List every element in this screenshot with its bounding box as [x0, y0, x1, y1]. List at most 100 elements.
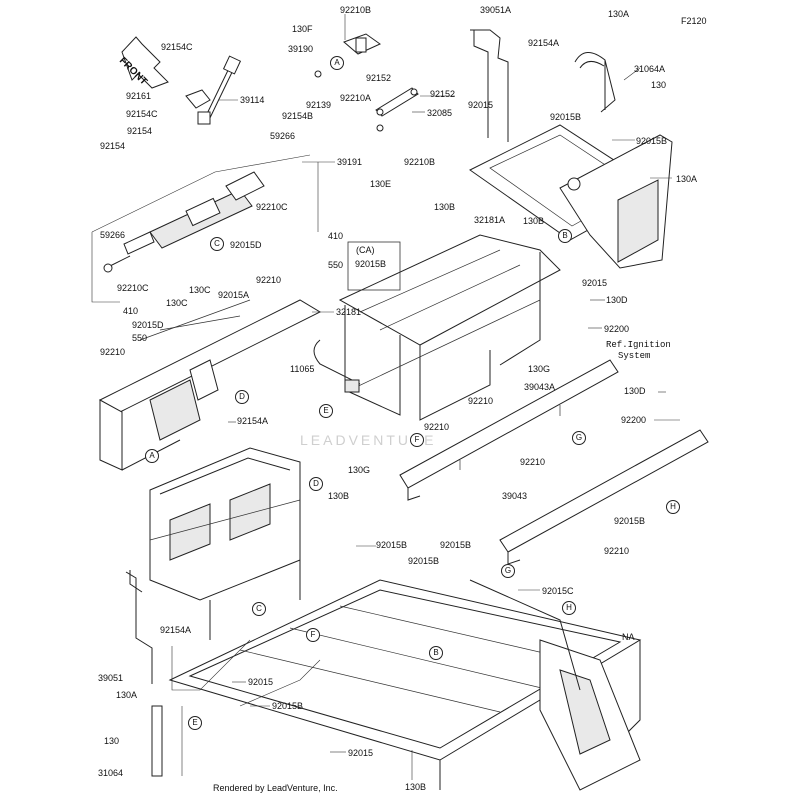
callout-d: D: [309, 477, 323, 491]
part-label[interactable]: 92015: [582, 278, 608, 288]
part-label[interactable]: 130A: [116, 690, 138, 700]
ref-note-line2: System: [618, 351, 651, 361]
part-label[interactable]: 39051A: [480, 5, 512, 15]
part-label[interactable]: 92152: [366, 73, 392, 83]
part-label[interactable]: 32181A: [474, 215, 506, 225]
ref-note-line1: Ref.Ignition: [606, 340, 671, 350]
part-label[interactable]: 130B: [405, 782, 427, 792]
part-label[interactable]: 92154: [127, 126, 153, 136]
part-label[interactable]: 92015B: [636, 136, 668, 146]
part-label[interactable]: 92210: [468, 396, 494, 406]
rear-bed-frame: [469, 29, 673, 269]
part-label[interactable]: 130B: [434, 202, 456, 212]
part-label[interactable]: 92154C: [126, 109, 158, 119]
part-label[interactable]: 130: [104, 736, 120, 746]
part-label[interactable]: 92015B: [408, 556, 440, 566]
part-label[interactable]: 550: [328, 260, 344, 270]
middle-cage-frame: [313, 234, 561, 421]
part-label[interactable]: 92015B: [440, 540, 472, 550]
part-label[interactable]: 92210C: [256, 202, 288, 212]
front-frame: [98, 299, 322, 471]
part-label[interactable]: 130F: [292, 24, 313, 34]
part-label[interactable]: 92210: [604, 546, 630, 556]
part-label[interactable]: 32085: [427, 108, 453, 118]
callout-f: F: [306, 628, 320, 642]
part-label[interactable]: 92015B: [355, 259, 387, 269]
part-label[interactable]: 130G: [528, 364, 551, 374]
callout-f: F: [410, 433, 424, 447]
part-label[interactable]: 130D: [606, 295, 628, 305]
part-label[interactable]: 92152: [430, 89, 456, 99]
part-label[interactable]: 59266: [270, 131, 296, 141]
part-label[interactable]: 550: [132, 333, 148, 343]
part-label[interactable]: 92154A: [160, 625, 192, 635]
part-label[interactable]: 31064: [98, 768, 124, 778]
part-label[interactable]: 92210: [520, 457, 546, 467]
part-label[interactable]: 92015: [248, 677, 274, 687]
part-label[interactable]: 130D: [624, 386, 646, 396]
callout-c: C: [252, 602, 266, 616]
part-label[interactable]: 92015B: [272, 701, 304, 711]
lower-left-brackets: [125, 570, 163, 777]
part-label[interactable]: 92015B: [550, 112, 582, 122]
part-label[interactable]: 130A: [676, 174, 698, 184]
callout-c: C: [210, 237, 224, 251]
part-label[interactable]: 130E: [370, 179, 392, 189]
part-label[interactable]: 130B: [523, 216, 545, 226]
callout-b: B: [429, 646, 443, 660]
part-label[interactable]: 92015B: [376, 540, 408, 550]
part-label[interactable]: 59266: [100, 230, 126, 240]
callout-a: A: [145, 449, 159, 463]
part-label[interactable]: 130C: [166, 298, 188, 308]
part-label[interactable]: 92015C: [542, 586, 574, 596]
part-label[interactable]: 39051: [98, 673, 124, 683]
footer-credit: Rendered by LeadVenture, Inc.: [213, 783, 338, 793]
part-label[interactable]: 39114: [240, 95, 265, 105]
part-label[interactable]: 92210B: [340, 5, 372, 15]
part-label[interactable]: 92139: [306, 100, 332, 110]
part-label[interactable]: 92015D: [230, 240, 262, 250]
part-label[interactable]: 31064A: [634, 64, 666, 74]
part-label[interactable]: 92210: [100, 347, 126, 357]
callout-a: A: [330, 56, 344, 70]
part-label[interactable]: 92161: [126, 91, 152, 101]
part-label[interactable]: 92154: [100, 141, 126, 151]
steering-shaft: [185, 55, 242, 125]
part-label[interactable]: 130B: [328, 491, 350, 501]
part-label[interactable]: 130G: [348, 465, 371, 475]
part-label[interactable]: 92154B: [282, 111, 314, 121]
part-label[interactable]: 130C: [189, 285, 211, 295]
part-label[interactable]: 92210B: [404, 157, 436, 167]
part-label[interactable]: 92200: [621, 415, 647, 425]
part-label[interactable]: 410: [123, 306, 139, 316]
part-label[interactable]: 92015A: [218, 290, 250, 300]
part-label[interactable]: 92015: [348, 748, 374, 758]
part-label[interactable]: 92015: [468, 100, 494, 110]
part-label[interactable]: 92015D: [132, 320, 164, 330]
ca-label: (CA): [356, 245, 375, 255]
part-label[interactable]: 92210: [256, 275, 282, 285]
part-label[interactable]: 32181: [336, 307, 362, 317]
part-label[interactable]: 92154A: [237, 416, 269, 426]
diagram-code: F2120: [681, 16, 707, 26]
upper-brackets: [314, 33, 419, 132]
part-label[interactable]: 39191: [337, 157, 363, 167]
part-label[interactable]: 39190: [288, 44, 314, 54]
part-label[interactable]: 92210: [424, 422, 450, 432]
part-label[interactable]: 130: [651, 80, 667, 90]
part-label[interactable]: 92154C: [161, 42, 193, 52]
callout-h: H: [562, 601, 576, 615]
part-label[interactable]: 39043: [502, 491, 528, 501]
main-chassis: [168, 470, 642, 791]
part-label[interactable]: 92210C: [117, 283, 149, 293]
part-label[interactable]: 39043A: [524, 382, 556, 392]
part-label[interactable]: 92154A: [528, 38, 560, 48]
part-label[interactable]: 11065: [290, 364, 315, 374]
part-label[interactable]: 92200: [604, 324, 630, 334]
part-label[interactable]: 92210A: [340, 93, 372, 103]
part-label[interactable]: 130A: [608, 9, 630, 19]
side-rails: [399, 359, 709, 565]
part-label[interactable]: 410: [328, 231, 344, 241]
part-label[interactable]: 92015B: [614, 516, 646, 526]
